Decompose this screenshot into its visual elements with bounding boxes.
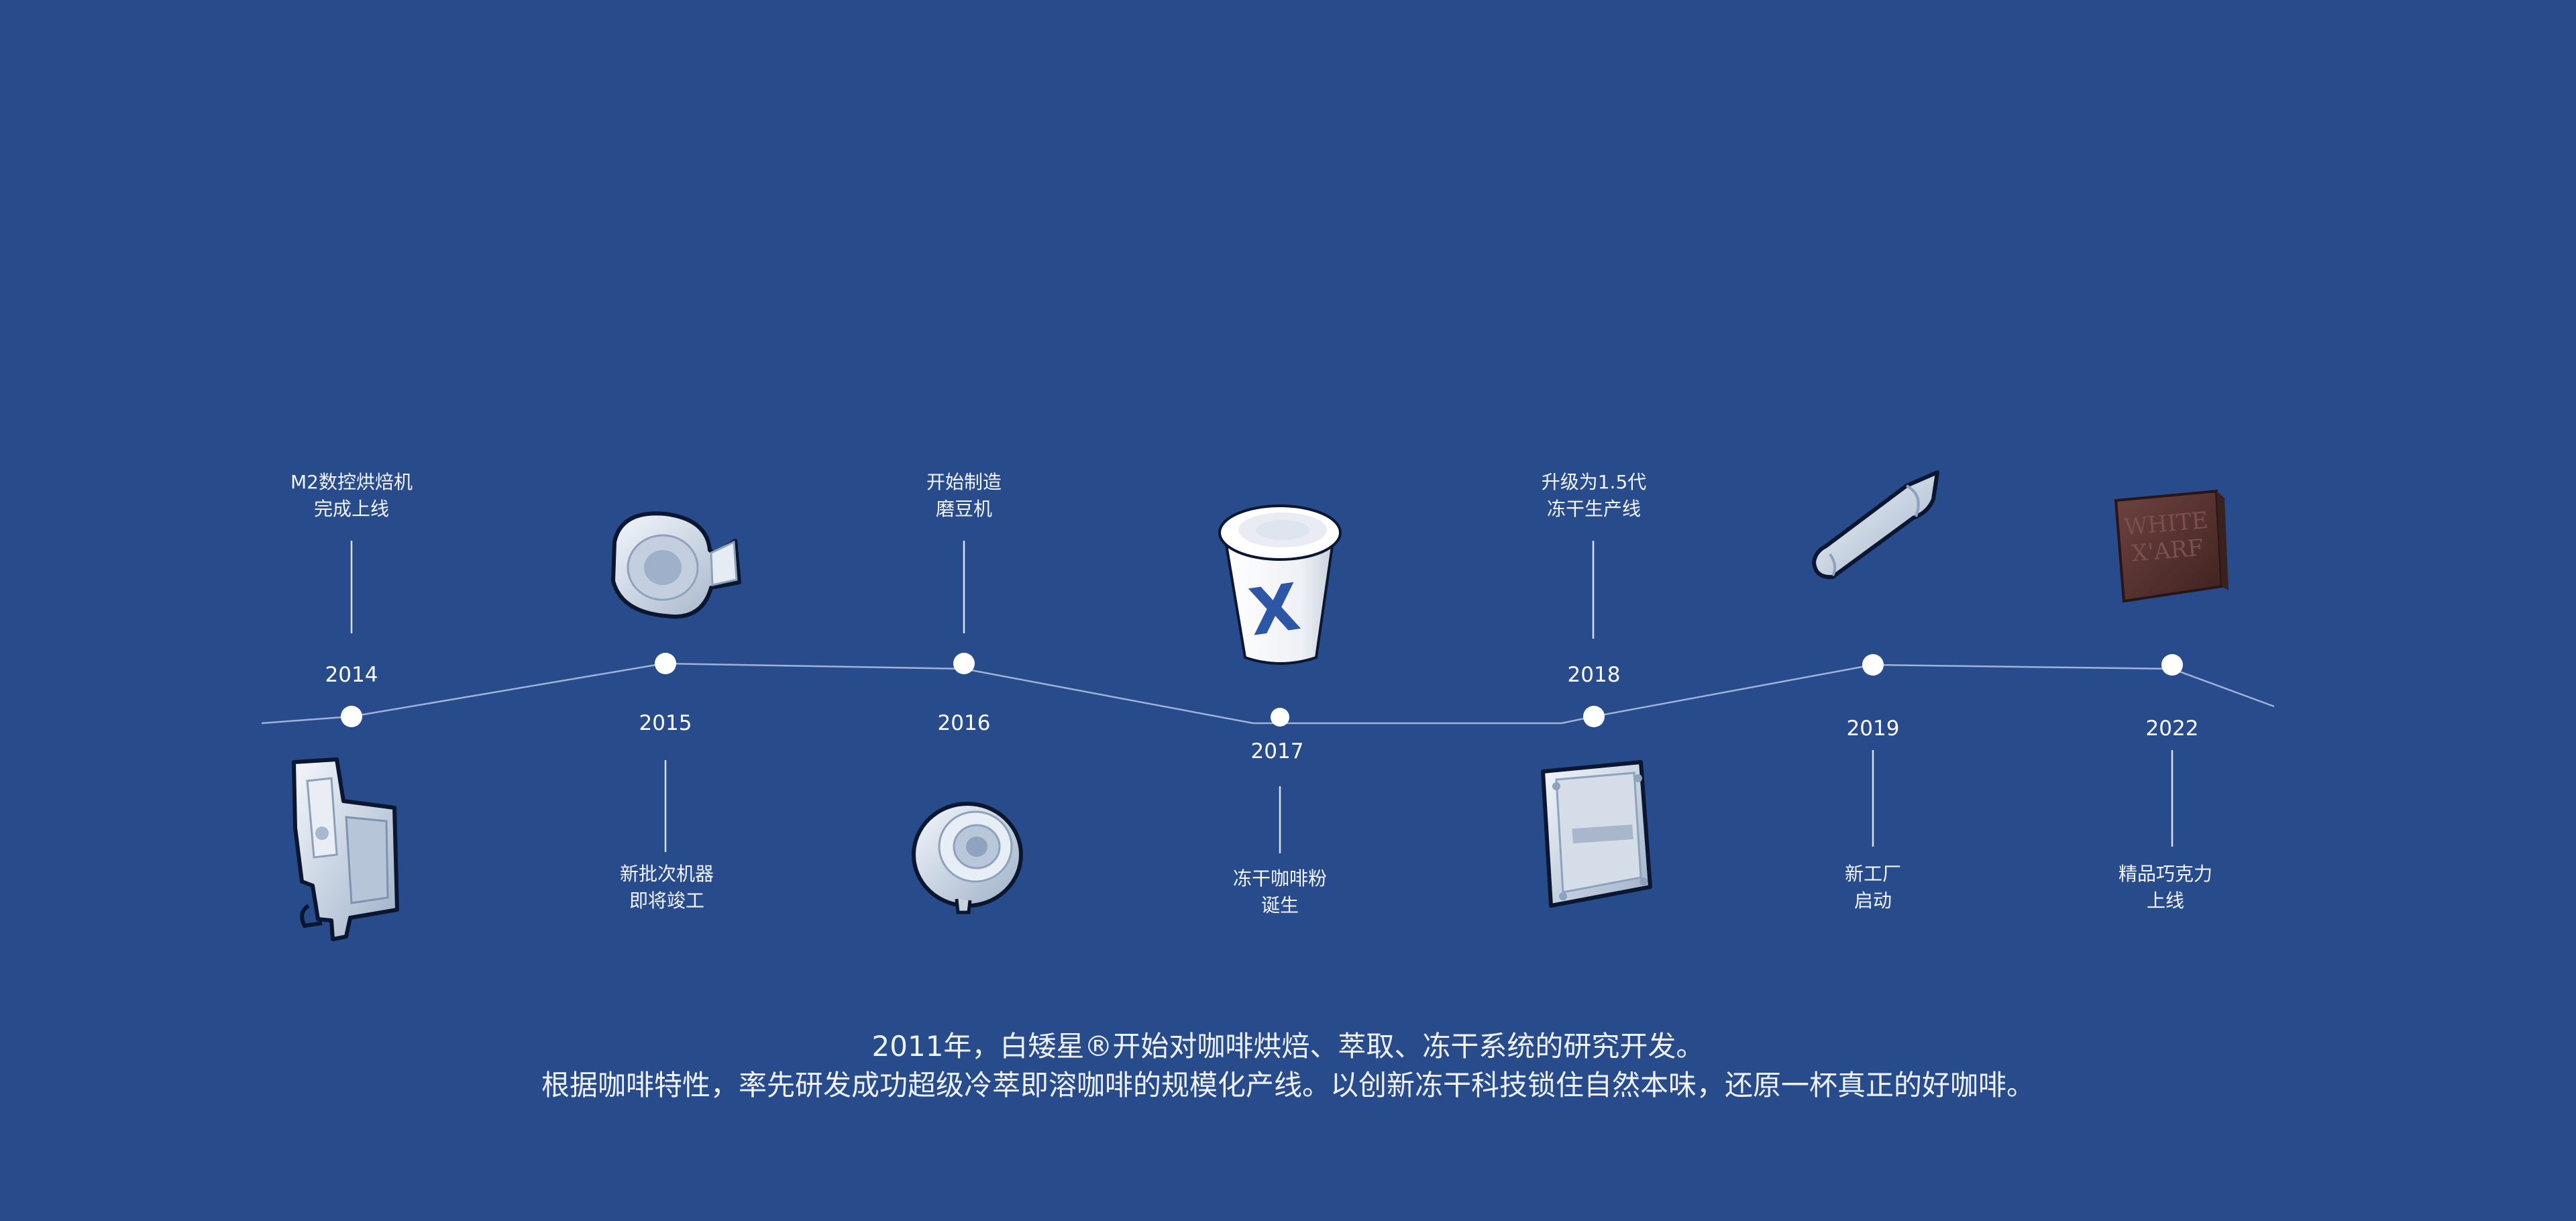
milestone-label-line1: 新批次机器: [619, 863, 714, 885]
milestone-label-line2: 上线: [2146, 890, 2184, 912]
footer-line1: 2011年，白矮星®开始对咖啡烘焙、萃取、冻干系统的研究开发。: [871, 1030, 1705, 1063]
drum-roaster-icon: [292, 757, 399, 941]
milestone-dot-2017: [1271, 708, 1289, 727]
year-2022: 2022: [2145, 716, 2199, 741]
milestone-label-2017: 冻干咖啡粉 诞生: [1159, 865, 1401, 919]
year-2014: 2014: [325, 663, 378, 687]
grinder-burr-icon: [912, 802, 1023, 914]
chocolate-bar-icon: WHITE X'ARF: [2114, 489, 2229, 603]
milestone-label-line1: M2数控烘焙机: [290, 471, 413, 493]
milestone-dot-2015: [655, 653, 676, 674]
milestone-dot-2014: [341, 706, 362, 727]
milestone-label-line2: 完成上线: [313, 498, 389, 520]
chocolate-text-line2: X'ARF: [2131, 534, 2204, 567]
year-2019: 2019: [1846, 716, 1900, 741]
year-2015: 2015: [639, 711, 692, 735]
milestone-label-2022: 精品巧克力 上线: [2045, 861, 2286, 914]
milestone-dot-2022: [2161, 654, 2183, 676]
milestone-label-2018: 升级为1.5代 冻干生产线: [1473, 469, 1715, 523]
milestone-label-line1: 精品巧克力: [2118, 863, 2212, 885]
milestone-label-line2: 诞生: [1260, 894, 1299, 916]
year-2017: 2017: [1250, 739, 1304, 763]
milestone-label-2015: 新批次机器 即将竣工: [546, 861, 788, 914]
milestone-label-2014: M2数控烘焙机 完成上线: [231, 469, 472, 523]
footer-line2: 根据咖啡特性，率先研发成功超级冷萃即溶咖啡的规模化产线。以创新冻干科技锁住自然本…: [541, 1069, 2035, 1102]
milestone-dot-2019: [1862, 654, 1884, 676]
milestone-label-line2: 启动: [1854, 890, 1892, 912]
coffee-cup-icon: X: [1218, 505, 1342, 665]
milestone-label-line2: 磨豆机: [935, 498, 992, 520]
cup-logo-mark: X: [1244, 569, 1304, 650]
milestone-label-line1: 开始制造: [926, 471, 1002, 493]
milestone-label-2019: 新工厂 启动: [1752, 861, 1994, 914]
milestone-label-line2: 即将竣工: [629, 890, 704, 912]
control-box-icon: [1541, 760, 1652, 908]
nozzle-cone-icon: [1812, 470, 1939, 580]
timeline-path: [261, 662, 2275, 725]
milestone-dot-2016: [953, 653, 975, 674]
milestone-label-2016: 开始制造 磨豆机: [843, 469, 1085, 523]
milestone-label-line1: 冻干咖啡粉: [1232, 867, 1327, 890]
milestone-dot-2018: [1583, 706, 1605, 727]
year-2018: 2018: [1567, 663, 1621, 687]
year-2016: 2016: [937, 711, 991, 735]
blower-fan-icon: [611, 511, 741, 619]
milestone-label-line1: 新工厂: [1844, 863, 1901, 885]
milestone-label-line1: 升级为1.5代: [1541, 471, 1647, 493]
milestone-label-line2: 冻干生产线: [1546, 498, 1641, 520]
